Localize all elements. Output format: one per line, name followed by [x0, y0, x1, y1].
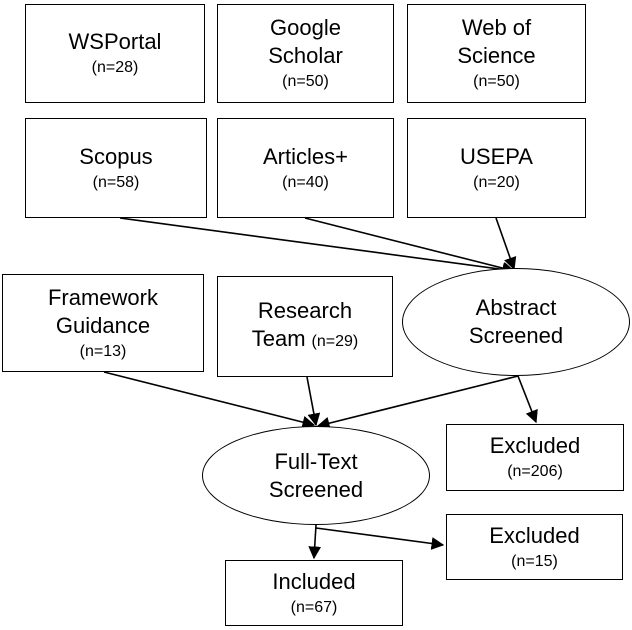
- included-label: Included: [272, 568, 356, 594]
- abstract-screened-ellipse: Abstract Screened: [402, 268, 630, 376]
- google-scholar-box: Google Scholar (n=50): [217, 4, 394, 103]
- full-text-screened-label: Full-Text Screened: [268, 448, 364, 502]
- excluded-abstract-label: Excluded: [489, 433, 581, 458]
- usepa-count: (n=20): [473, 173, 520, 191]
- google-scholar-label: Google Scholar: [268, 15, 343, 68]
- excluded-abstract-count: (n=206): [507, 463, 563, 480]
- google-scholar-count: (n=50): [282, 73, 329, 90]
- research-team-count: (n=29): [311, 333, 359, 350]
- framework-guidance-box: Framework Guidance (n=13): [2, 274, 204, 372]
- usepa-box: USEPA (n=20): [407, 118, 586, 218]
- wsportal-count: (n=28): [91, 59, 139, 76]
- included-box: Included (n=67): [225, 560, 403, 626]
- excluded-fulltext-box: Excluded (n=15): [446, 514, 623, 580]
- arrow-fulltext-to-excluded: [315, 527, 445, 550]
- research-team-line1: Research: [257, 298, 353, 323]
- abstract-screened-label: Abstract Screened: [468, 295, 564, 348]
- web-of-science-box: Web of Science (n=50): [407, 4, 586, 103]
- research-team-box: Research Team (n=29): [217, 276, 393, 377]
- framework-guidance-count: (n=13): [79, 342, 127, 360]
- research-team-line2: Team: [251, 326, 306, 351]
- arrow-usepa-to-abstract: [495, 217, 517, 271]
- web-of-science-label: Web of Science: [457, 15, 536, 68]
- arrow-abstract-to-excluded: [517, 375, 538, 424]
- arrow-scopus-to-abstract: [119, 217, 516, 276]
- excluded-abstract-box: Excluded (n=206): [446, 424, 624, 491]
- articles-plus-box: Articles+ (n=40): [217, 118, 394, 218]
- wsportal-label: WSPortal: [68, 29, 162, 54]
- framework-guidance-label: Framework Guidance: [47, 284, 158, 338]
- scopus-label: Scopus: [79, 143, 153, 169]
- articles-plus-label: Articles+: [263, 143, 348, 169]
- scopus-box: Scopus (n=58): [25, 118, 207, 218]
- included-count: (n=67): [290, 598, 338, 616]
- web-of-science-count: (n=50): [473, 73, 520, 90]
- full-text-screened-ellipse: Full-Text Screened: [202, 426, 430, 525]
- excluded-fulltext-label: Excluded: [489, 522, 580, 548]
- scopus-count: (n=58): [92, 173, 140, 191]
- arrow-articles-to-abstract: [304, 217, 516, 275]
- arrow-research-to-fulltext: [306, 376, 321, 427]
- articles-plus-count: (n=40): [282, 173, 329, 191]
- usepa-label: USEPA: [460, 143, 533, 169]
- wsportal-box: WSPortal (n=28): [25, 4, 205, 103]
- arrow-abstract-to-fulltext: [316, 375, 519, 430]
- excluded-fulltext-count: (n=15): [511, 552, 558, 570]
- arrow-fulltext-to-included: [308, 524, 322, 560]
- arrow-framework-to-fulltext: [103, 371, 316, 429]
